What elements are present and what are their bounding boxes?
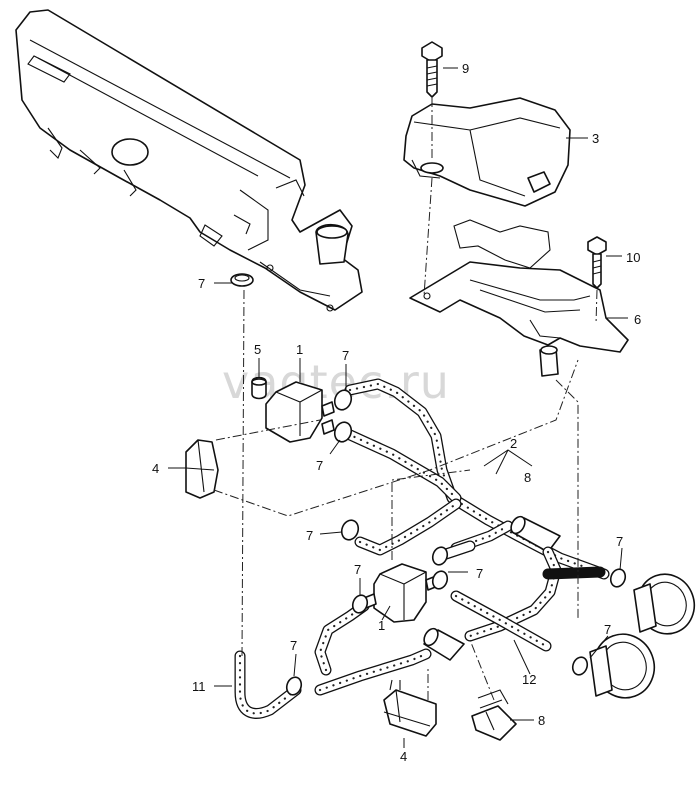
callout-9: 9 bbox=[462, 61, 469, 76]
callout-6: 6 bbox=[634, 312, 641, 327]
holder-4-lower bbox=[383, 679, 437, 737]
callout-1: 1 bbox=[378, 618, 385, 633]
callout-7: 7 bbox=[316, 458, 323, 473]
end-cap-lower bbox=[589, 633, 656, 699]
valve-1-lower bbox=[363, 563, 439, 623]
callout-10: 10 bbox=[626, 250, 640, 265]
bracket-6 bbox=[409, 219, 629, 377]
valve-1-upper bbox=[265, 381, 335, 443]
callout-8: 8 bbox=[524, 470, 531, 485]
callout-11: 11 bbox=[192, 679, 206, 694]
callout-4: 4 bbox=[400, 749, 407, 764]
end-cap-upper bbox=[633, 573, 696, 635]
callout-3: 3 bbox=[592, 131, 599, 146]
callout-12: 12 bbox=[522, 672, 536, 687]
callout-labels: 9 3 10 6 7 5 1 7 7 4 2 8 7 7 7 7 7 7 1 1… bbox=[152, 61, 641, 764]
hose-clamps bbox=[230, 273, 627, 696]
callout-7: 7 bbox=[616, 534, 623, 549]
cover-3 bbox=[403, 97, 571, 207]
callout-7: 7 bbox=[354, 562, 361, 577]
hose-11 bbox=[234, 650, 302, 719]
callout-1: 1 bbox=[296, 342, 303, 357]
cap-5 bbox=[251, 376, 267, 400]
callout-7: 7 bbox=[342, 348, 349, 363]
holder-4-upper bbox=[185, 439, 219, 499]
assembly-lines bbox=[213, 98, 598, 701]
callout-7: 7 bbox=[306, 528, 313, 543]
callout-4: 4 bbox=[152, 461, 159, 476]
callout-5: 5 bbox=[254, 342, 261, 357]
bolt-9 bbox=[421, 41, 443, 98]
hose-assembly-2 bbox=[314, 378, 610, 696]
callout-7: 7 bbox=[198, 276, 205, 291]
callout-7: 7 bbox=[476, 566, 483, 581]
callout-7: 7 bbox=[604, 622, 611, 637]
clip-8 bbox=[471, 689, 517, 741]
callout-2: 2 bbox=[510, 436, 517, 451]
callout-8: 8 bbox=[538, 713, 545, 728]
callout-7: 7 bbox=[290, 638, 297, 653]
bolt-10 bbox=[587, 236, 607, 289]
leader-lines bbox=[168, 67, 628, 748]
intake-manifold bbox=[15, 9, 363, 312]
